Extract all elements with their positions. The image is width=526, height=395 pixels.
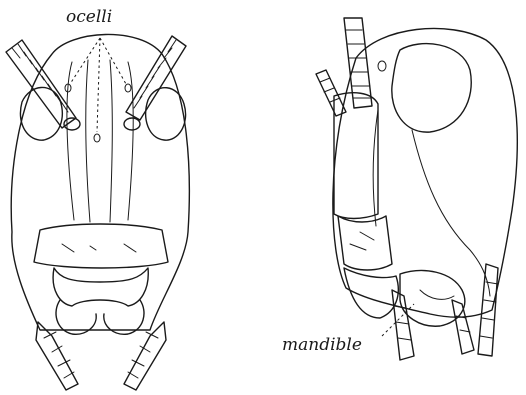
right-antennal-socket [124,118,140,130]
frontal-ridge-center-right [110,60,112,222]
right-palp [124,322,166,390]
labrum [53,268,148,306]
side-palp-front [392,290,414,360]
left-mandible-front [56,300,96,334]
frontal-ridge-center-left [86,60,90,222]
ocellus-median [94,134,100,142]
side-antenna-far [316,70,346,116]
ocellus-side [378,61,386,71]
left-antenna [6,40,76,128]
frons-plate-upper [334,93,378,219]
ocellus-right [125,84,131,92]
ocelli-leader-center [97,38,100,132]
head-capsule-front [11,34,189,330]
head-side-view: mandible [282,18,517,360]
subocular-contour [373,110,378,226]
side-labial-palp [452,300,474,354]
mandible-label: mandible [282,335,362,355]
compound-eye-side [392,44,471,132]
clypeus [34,224,168,268]
right-mandible-front [104,300,144,334]
ocelli-leader-left [70,38,100,84]
right-compound-eye [146,88,186,140]
side-palp-back [478,264,498,356]
head-front-view: ocelli [6,7,189,390]
left-palp [36,322,78,390]
ocelli-leader-right [100,38,126,84]
labrum-side [344,268,398,318]
ocelli-label: ocelli [66,7,112,27]
frons-plate-lower [338,216,392,270]
